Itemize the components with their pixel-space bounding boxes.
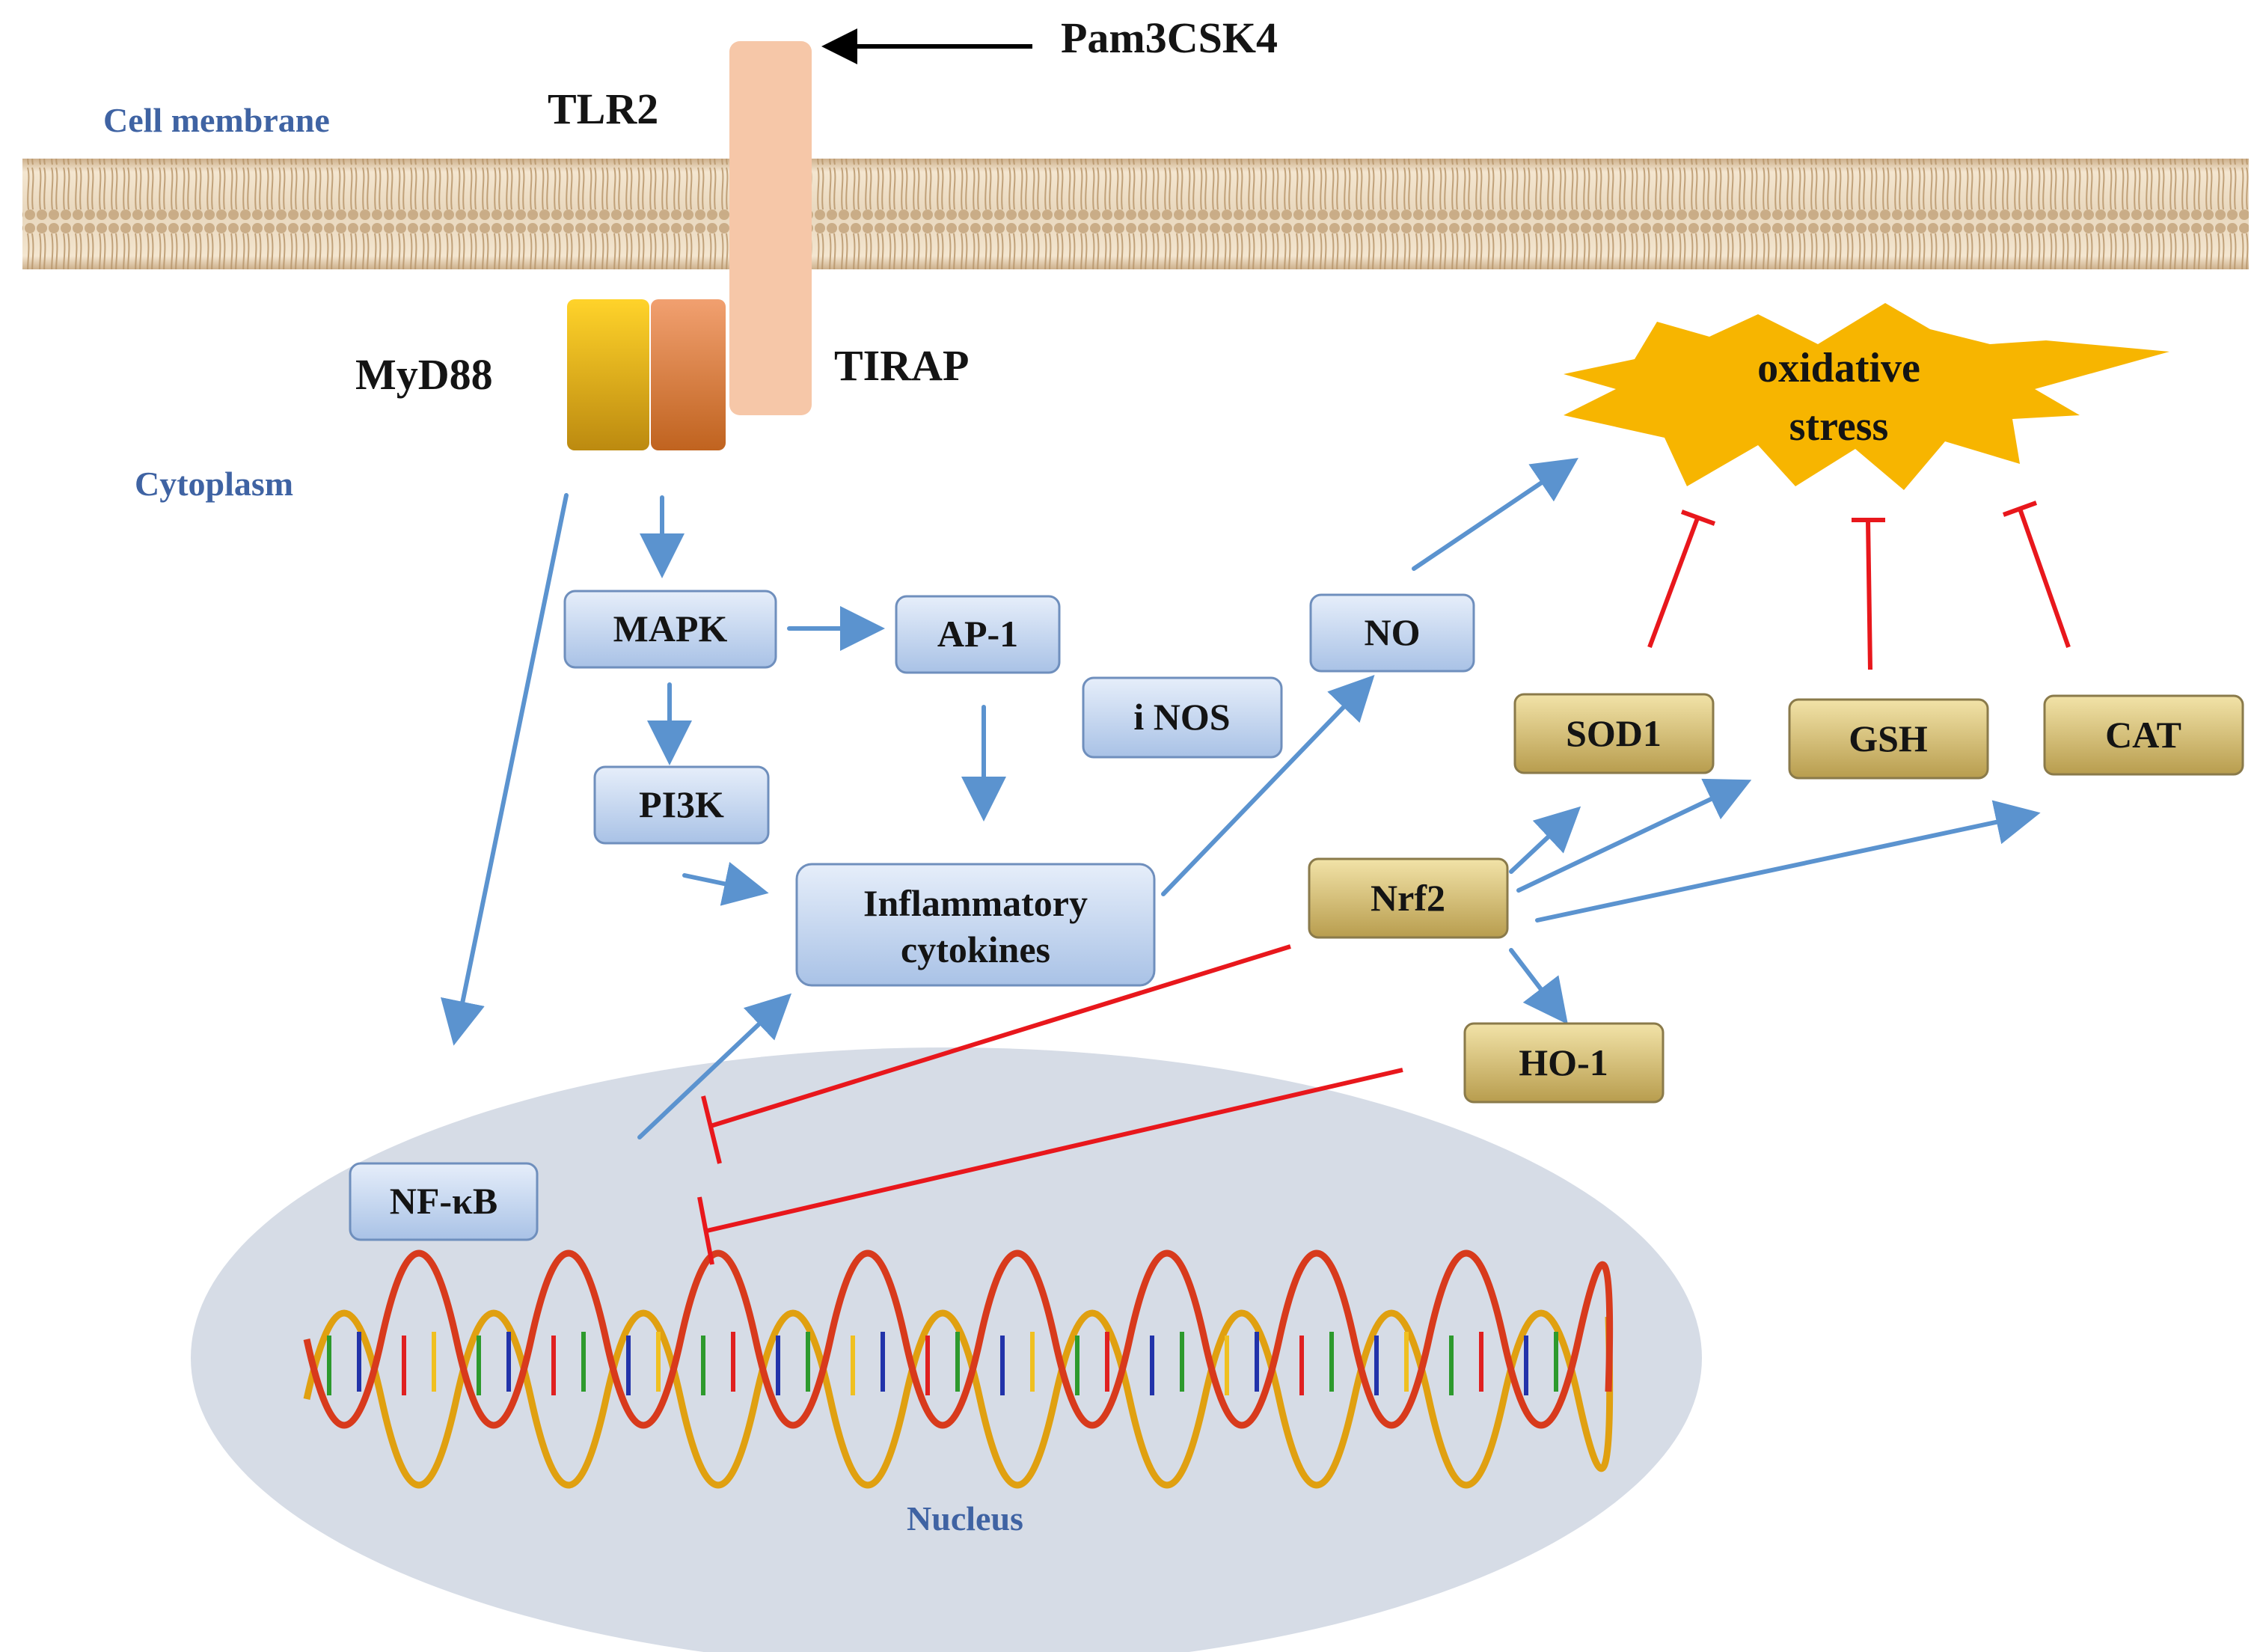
sod1-inhibits-stress-bar (1680, 510, 1716, 526)
oxidative-stress-label-line2: stress (1789, 403, 1889, 450)
tlr2-label: TLR2 (548, 85, 658, 133)
cytoplasm-label: Cytoplasm (135, 465, 293, 503)
gsh-inhibits-stress (1866, 519, 1872, 670)
inos-label: i NOS (1133, 696, 1230, 738)
inos-box (1082, 676, 1283, 759)
dna-helix-icon (303, 1249, 1614, 1489)
cat-inhibits-stress-bar (2002, 501, 2038, 517)
ho1-label: HO-1 (1519, 1041, 1608, 1083)
no-box (1309, 593, 1475, 673)
nrf2-to-cat-arrow (1535, 800, 2041, 923)
myd88-to-nfkb-arrow (441, 493, 569, 1046)
nfkb-box (349, 1162, 539, 1241)
cell-membrane (22, 159, 2249, 269)
nfkb-label: NF-κB (390, 1180, 497, 1222)
ho1-inhibits-nfkb-bar (697, 1196, 714, 1265)
mapk-box (563, 590, 777, 669)
gsh-label: GSH (1849, 718, 1928, 759)
nrf2-label: Nrf2 (1371, 877, 1445, 919)
cat-inhibits-stress (2018, 508, 2071, 648)
tirap-label: TIRAP (834, 341, 969, 390)
oxidative-stress-label-line1: oxidative (1757, 345, 1920, 391)
activation-arrows (441, 457, 2041, 1139)
inhibition-lines (697, 501, 2071, 1265)
pi3k-label: PI3K (639, 783, 724, 825)
ap1-label: AP-1 (937, 613, 1018, 655)
inflammatory-cytokines-box (795, 863, 1156, 987)
sod1-label: SOD1 (1566, 712, 1662, 754)
pi3k-box (593, 765, 770, 845)
cell-membrane-label: Cell membrane (103, 101, 330, 139)
cat-box (2043, 694, 2244, 776)
nrf2-to-sod1-arrow (1509, 806, 1581, 874)
nrf2-to-gsh-arrow (1516, 778, 1752, 893)
nrf2-inhibits-nfkb (710, 944, 1291, 1128)
nrf2-to-ho1-arrow (1509, 948, 1568, 1025)
nucleus-ellipse (191, 1047, 1702, 1652)
oxidative-stress-burst (1564, 303, 2169, 490)
nfkb-to-cytokines-arrow (637, 993, 792, 1139)
tirap-block (651, 299, 726, 450)
nrf2-box (1308, 857, 1509, 939)
no-to-stress-arrow (1412, 457, 1578, 571)
myd88-block (567, 299, 649, 450)
cat-label: CAT (2105, 714, 2181, 756)
inflammatory-label-line1: Inflammatory (863, 882, 1088, 924)
no-label: NO (1365, 611, 1421, 653)
nrf2-inhibits-nfkb-bar (701, 1095, 722, 1164)
cytokines-to-no-arrow (1161, 675, 1375, 896)
ap1-box (895, 595, 1061, 674)
sod1-inhibits-stress (1647, 515, 1700, 649)
ligand-label: Pam3CSK4 (1061, 13, 1278, 62)
tlr2-receptor (729, 41, 812, 415)
ho1-box (1463, 1022, 1665, 1104)
mapk-label: MAPK (613, 608, 728, 649)
nucleus-label: Nucleus (907, 1499, 1023, 1538)
gsh-box (1788, 698, 1989, 780)
myd88-label: MyD88 (355, 350, 493, 399)
pi3k-to-cytokines-arrow (682, 861, 769, 906)
sod1-box (1513, 693, 1715, 774)
inflammatory-label-line2: cytokines (901, 929, 1050, 970)
ho1-inhibits-nfkb (706, 1068, 1403, 1233)
